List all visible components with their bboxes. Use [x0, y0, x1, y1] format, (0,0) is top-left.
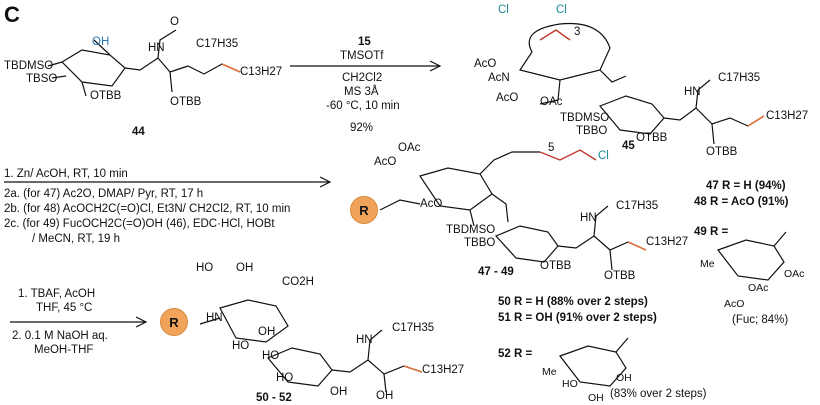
tbso-label-44: TBSO	[26, 73, 58, 85]
co2h-label: CO2H	[282, 276, 314, 288]
acn-label-45: AcN	[488, 72, 510, 84]
oh-label-52b: OH	[588, 392, 604, 404]
hn-label-50a: HN	[206, 312, 223, 324]
c17h35-label-44: C17H35	[196, 38, 239, 50]
hn-label-44: HN	[148, 42, 165, 54]
oac-label-49b: OAc	[748, 282, 769, 294]
oac-label-47: OAc	[398, 142, 421, 154]
result-52-yield: (83% over 2 steps)	[610, 388, 707, 400]
otbb-label-47a: OTBB	[540, 260, 572, 272]
subscript-5: 5	[548, 142, 555, 154]
reagent: TMSOTf	[340, 50, 384, 62]
step2-line2c2: / MeCN, RT, 19 h	[32, 233, 120, 245]
c17h35-label-47: C17H35	[616, 200, 659, 212]
tbbo-label-47: TBBO	[464, 237, 496, 249]
result-47: 47 R = H (94%)	[706, 180, 786, 192]
result-50: 50 R = H (88% over 2 steps)	[498, 296, 648, 308]
aco-label-45b: AcO	[496, 92, 519, 104]
ring-44	[61, 49, 126, 87]
hn-label-45: HN	[684, 86, 701, 98]
aco-label-47a: AcO	[374, 156, 397, 168]
tbdmso-label-44: TBDMSO	[4, 60, 54, 72]
tbdmso-label-45: TBDMSO	[560, 112, 610, 124]
otbb-label-45b: OTBB	[706, 146, 738, 158]
hn-label-50b: HN	[356, 334, 373, 346]
step3-line1: 1. TBAF, AcOH	[18, 288, 96, 300]
reagent-number: 15	[358, 36, 371, 48]
ho-label-50c: HO	[262, 350, 280, 362]
tbbo-label-45: TBBO	[576, 125, 608, 137]
fucose-yield: (Fuc; 84%)	[732, 314, 789, 326]
ho-label-50a: HO	[196, 262, 214, 274]
step3-line1b: THF, 45 °C	[36, 302, 93, 314]
panel-label: C	[4, 2, 20, 27]
aco-label-45a: AcO	[474, 58, 497, 70]
step2-line2b: 2b. (for 48) AcOCH2C(=O)Cl, Et3N/ CH2Cl2…	[4, 203, 291, 215]
hydroxyl-label: OH	[92, 36, 110, 48]
hn-label-47: HN	[580, 212, 597, 224]
cl-label-47: Cl	[598, 150, 609, 162]
ho-label-50d: HO	[276, 372, 294, 384]
sieves: MS 3Å	[344, 86, 379, 98]
otbb-label-45a: OTBB	[636, 132, 668, 144]
ho-label-50b: HO	[232, 340, 250, 352]
result-52: 52 R =	[498, 348, 533, 360]
yield: 92%	[350, 122, 374, 134]
oh-label-50c: OH	[330, 386, 348, 398]
compound-47-49: 47 - 49	[478, 266, 514, 278]
result-49: 49 R =	[694, 226, 729, 238]
oac-label-49a: OAc	[784, 268, 805, 280]
step2-line2c: 2c. (for 49) FucOCH2C(=O)OH (46), EDC·HC…	[4, 218, 275, 230]
c13h27-label-45: C13H27	[766, 110, 809, 122]
oh-label-50b: OH	[258, 326, 276, 338]
c17h35-label-45: C17H35	[718, 72, 761, 84]
otbb-label-47b: OTBB	[604, 270, 636, 282]
r-group-badge-b: R	[160, 308, 188, 336]
compound-50-52: 50 - 52	[256, 392, 292, 404]
me-label-49: Me	[700, 258, 715, 270]
cl-label-b: Cl	[556, 4, 567, 16]
oh-label-50d: OH	[376, 390, 394, 402]
aco-label-47b: AcO	[420, 198, 443, 210]
solvent: CH2Cl2	[342, 72, 383, 84]
ho-label-52: HO	[562, 378, 578, 390]
result-48: 48 R = AcO (91%)	[694, 196, 789, 208]
otbb-label-44a: OTBB	[90, 90, 122, 102]
step2-line2a: 2a. (for 47) Ac2O, DMAP/ Pyr, RT, 17 h	[4, 188, 204, 200]
tbdmso-label-47: TBDMSO	[446, 224, 496, 236]
oh-label-50a: OH	[236, 262, 254, 274]
compound-45: 45	[622, 140, 635, 152]
r-group-badge-a: R	[350, 196, 378, 224]
c17h35-label-50: C17H35	[392, 322, 435, 334]
c13h27-label-47: C13H27	[646, 236, 689, 248]
c13h27-label-44: C13H27	[240, 66, 283, 78]
oh-label-52a: OH	[616, 372, 632, 384]
subscript-3: 3	[574, 26, 581, 38]
step2-line1: 1. Zn/ AcOH, RT, 10 min	[4, 168, 128, 180]
c13h27-label-50: C13H27	[422, 364, 465, 376]
o-label-44: O	[170, 16, 179, 28]
result-51: 51 R = OH (91% over 2 steps)	[498, 312, 657, 324]
step3-line2b: MeOH-THF	[34, 344, 94, 356]
otbb-label-44b: OTBB	[170, 96, 202, 108]
step3-line2: 2. 0.1 M NaOH aq.	[12, 330, 108, 342]
aco-label-49: AcO	[724, 298, 745, 310]
me-label-52: Me	[542, 366, 557, 378]
oac-label-45: OAc	[540, 96, 563, 108]
cl-label-a: Cl	[498, 4, 509, 16]
conditions: -60 °C, 10 min	[326, 100, 400, 112]
compound-44: 44	[132, 126, 145, 138]
